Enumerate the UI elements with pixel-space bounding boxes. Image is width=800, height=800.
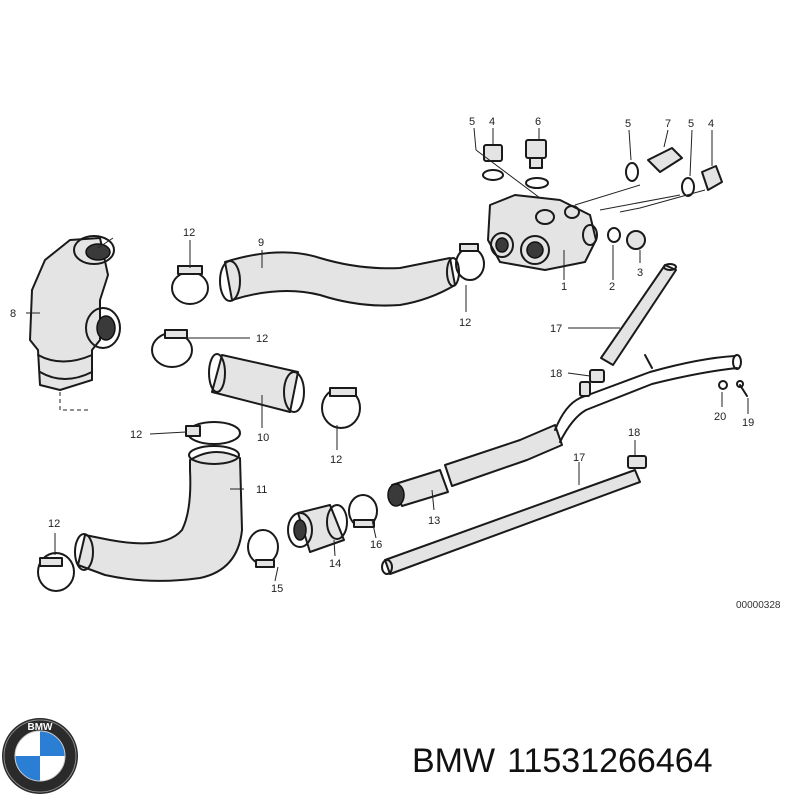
leader-lines xyxy=(26,127,749,582)
callout-4a: 4 xyxy=(489,116,495,128)
brand-name: BMW xyxy=(412,742,496,780)
callout-17a: 17 xyxy=(550,323,562,335)
callout-5a: 5 xyxy=(469,116,475,128)
callout-20: 20 xyxy=(714,411,726,423)
callout-1: 1 xyxy=(561,281,567,293)
small-fittings xyxy=(579,369,748,469)
bmw-logo-lettering: BMW xyxy=(28,722,54,733)
hose-clamps xyxy=(37,243,485,592)
callout-8: 8 xyxy=(10,308,16,320)
part-11-bent-hose xyxy=(74,445,243,582)
callout-18a: 18 xyxy=(550,368,562,380)
callout-4b: 4 xyxy=(708,118,714,130)
callout-18b: 18 xyxy=(628,427,640,439)
callout-12c: 12 xyxy=(256,333,268,345)
part-17-hoses xyxy=(381,263,677,575)
callout-5b: 5 xyxy=(625,118,631,130)
callout-19: 19 xyxy=(742,417,754,429)
callout-12b: 12 xyxy=(459,317,471,329)
callout-12f: 12 xyxy=(48,518,60,530)
callout-12e: 12 xyxy=(130,429,142,441)
part-14-sleeve xyxy=(287,504,348,553)
callout-5c: 5 xyxy=(688,118,694,130)
part-number: 11531266464 xyxy=(507,742,713,780)
callout-13: 13 xyxy=(428,515,440,527)
callout-6: 6 xyxy=(535,116,541,128)
callout-11: 11 xyxy=(256,484,267,496)
callout-10: 10 xyxy=(257,432,269,444)
callout-15: 15 xyxy=(271,583,283,595)
callout-16: 16 xyxy=(370,539,382,551)
callout-3: 3 xyxy=(637,267,643,279)
part-1-thermostat-housing xyxy=(487,194,598,271)
callout-12a: 12 xyxy=(183,227,195,239)
callout-labels: 1 2 3 4 4 5 5 5 6 7 8 9 10 11 12 12 12 1… xyxy=(10,116,781,611)
part-10-straight-hose xyxy=(208,353,305,413)
callout-17b: 17 xyxy=(573,452,585,464)
callout-12d: 12 xyxy=(330,454,342,466)
part-9-upper-hose xyxy=(219,251,460,307)
part-8-elbow-housing xyxy=(29,235,121,411)
callout-9: 9 xyxy=(258,237,264,249)
part-13-pipe xyxy=(387,354,742,507)
plugs-and-sensors xyxy=(482,139,723,250)
diagram-reference-code: 00000328 xyxy=(736,600,781,611)
callout-2: 2 xyxy=(609,281,615,293)
callout-14: 14 xyxy=(329,558,341,570)
callout-7: 7 xyxy=(665,118,671,130)
brand-part-label: BMW 11531266464 xyxy=(412,742,725,781)
bmw-logo: BMW xyxy=(2,718,78,794)
